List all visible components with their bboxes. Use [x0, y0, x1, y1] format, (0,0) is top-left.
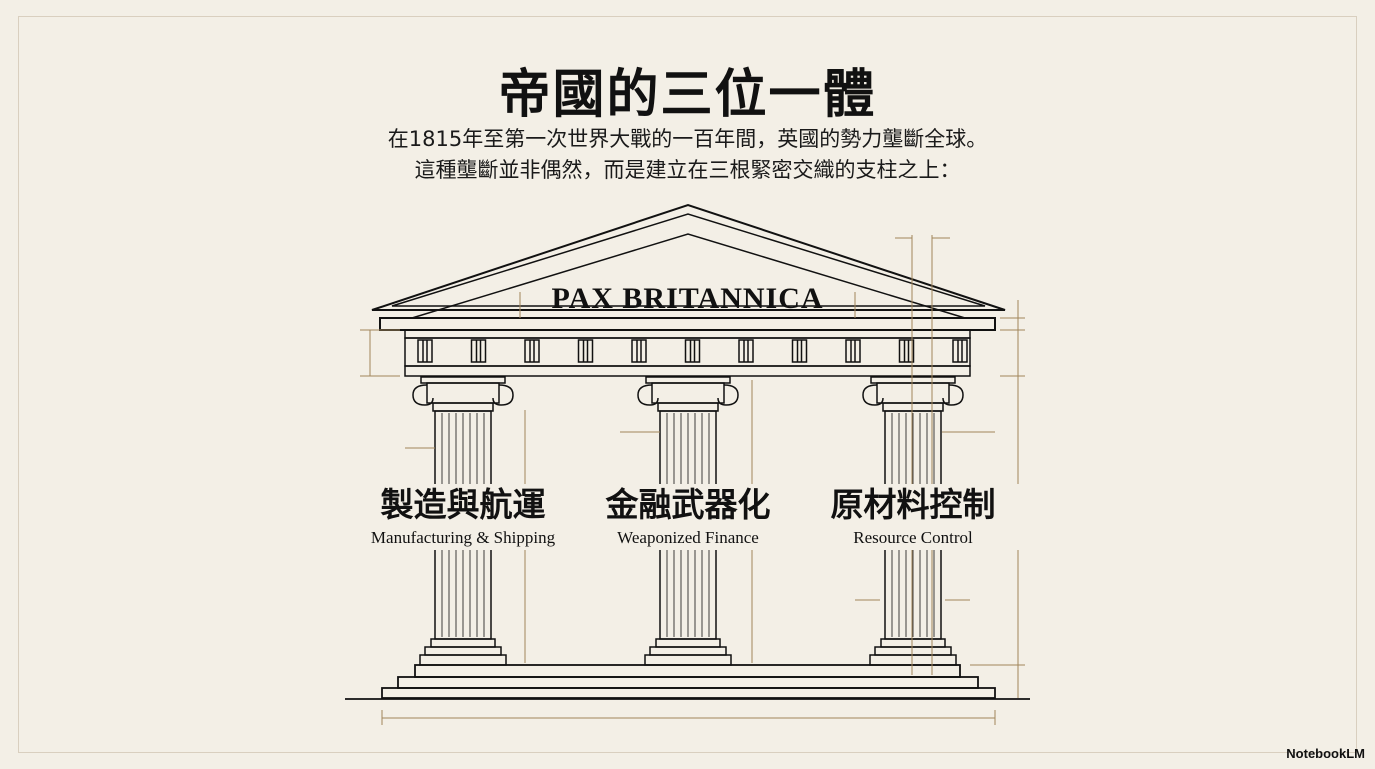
- triglyph: [631, 339, 647, 363]
- triglyph: [845, 339, 861, 363]
- steps: [345, 664, 1030, 700]
- subtitle-line-2: 這種壟斷並非偶然，而是建立在三根緊密交織的支柱之上：: [414, 158, 961, 182]
- pillar-finance: 金融武器化 Weaponized Finance: [558, 484, 818, 550]
- triglyph: [577, 339, 594, 363]
- subtitle-line-1: 在1815年至第一次世界大戰的一百年間，英國的勢力壟斷全球。: [387, 127, 988, 151]
- page-border: [18, 16, 1357, 753]
- pillar-title-zh: 原材料控制: [830, 485, 996, 524]
- pillar-resources: 原材料控制 Resource Control: [783, 484, 1043, 550]
- triglyph: [524, 339, 540, 363]
- triglyph: [684, 339, 701, 363]
- pillar-title-en: Resource Control: [853, 528, 973, 547]
- notebooklm-logo: NotebookLM: [1286, 746, 1365, 761]
- pillar-title-zh: 製造與航運: [380, 485, 546, 524]
- pillar-title-en: Manufacturing & Shipping: [370, 528, 556, 547]
- triglyph: [470, 339, 487, 363]
- pediment-label: PAX BRITANNICA: [551, 282, 824, 315]
- triglyph: [898, 339, 915, 363]
- triglyph: [417, 339, 433, 363]
- triglyph: [738, 339, 754, 363]
- triglyph: [791, 339, 808, 363]
- triglyph: [952, 339, 968, 363]
- pillar-title-en: Weaponized Finance: [617, 528, 759, 547]
- slide-title: 帝國的三位一體: [498, 64, 877, 125]
- pediment: [371, 203, 1006, 331]
- pillar-title-zh: 金融武器化: [605, 485, 771, 524]
- frieze: [404, 329, 971, 377]
- pillar-manufacturing: 製造與航運 Manufacturing & Shipping: [333, 484, 593, 550]
